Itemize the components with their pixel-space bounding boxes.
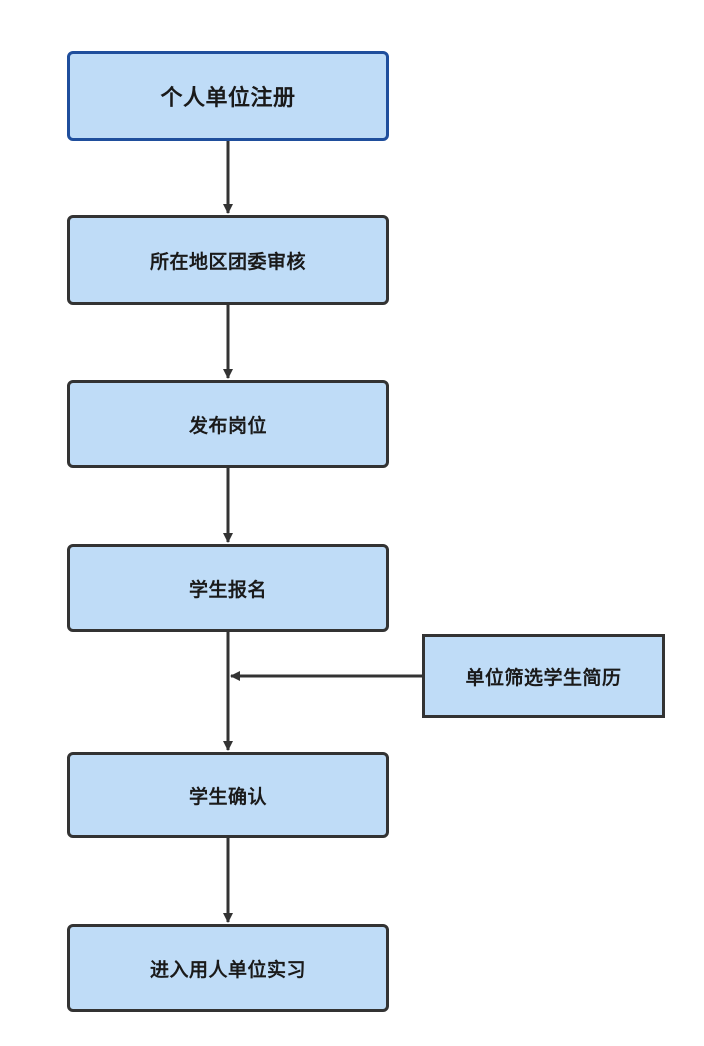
node-confirm: 学生确认 [67,752,389,838]
node-review: 所在地区团委审核 [67,215,389,305]
node-register-label: 个人单位注册 [160,86,296,111]
node-apply: 学生报名 [67,544,389,632]
node-internship: 进入用人单位实习 [67,924,389,1012]
node-screen-label: 单位筛选学生简历 [465,666,622,689]
node-publish: 发布岗位 [67,380,389,468]
node-internship-label: 进入用人单位实习 [149,958,306,981]
node-publish-label: 发布岗位 [188,414,267,437]
node-register: 个人单位注册 [67,51,389,141]
node-review-label: 所在地区团委审核 [149,250,306,273]
node-confirm-label: 学生确认 [188,785,267,808]
node-apply-label: 学生报名 [188,578,267,601]
node-screen: 单位筛选学生简历 [422,634,665,718]
